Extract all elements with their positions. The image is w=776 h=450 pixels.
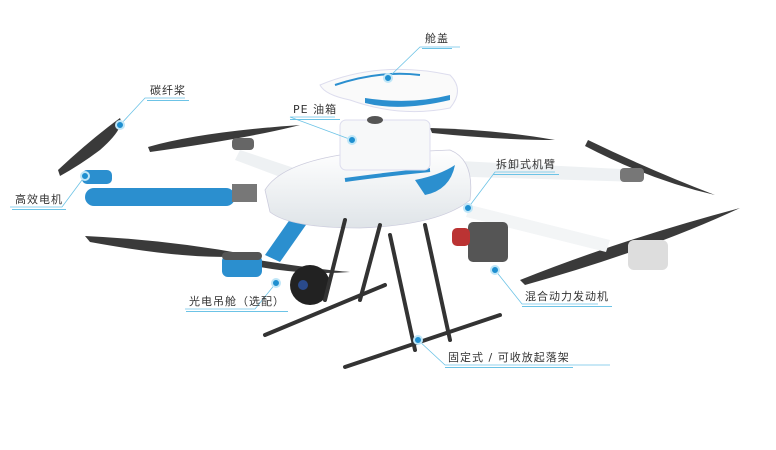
label-carbon-propeller: 碳纤桨 bbox=[147, 82, 189, 101]
drone-body bbox=[264, 68, 472, 229]
label-hybrid-engine: 混合动力发动机 bbox=[522, 288, 612, 307]
motors bbox=[82, 138, 668, 277]
label-detachable-arm: 拆卸式机臂 bbox=[493, 156, 559, 175]
label-efficient-motor: 高效电机 bbox=[12, 191, 66, 210]
leader-lines bbox=[10, 46, 610, 366]
label-canopy: 舱盖 bbox=[422, 30, 452, 49]
callout-dots bbox=[80, 73, 500, 345]
label-gimbal-pod: 光电吊舱（选配） bbox=[186, 293, 288, 312]
engine-gimbal bbox=[290, 222, 508, 305]
label-pe-fuel-tank: PE 油箱 bbox=[290, 101, 341, 120]
label-landing-gear: 固定式 / 可收放起落架 bbox=[445, 349, 573, 368]
